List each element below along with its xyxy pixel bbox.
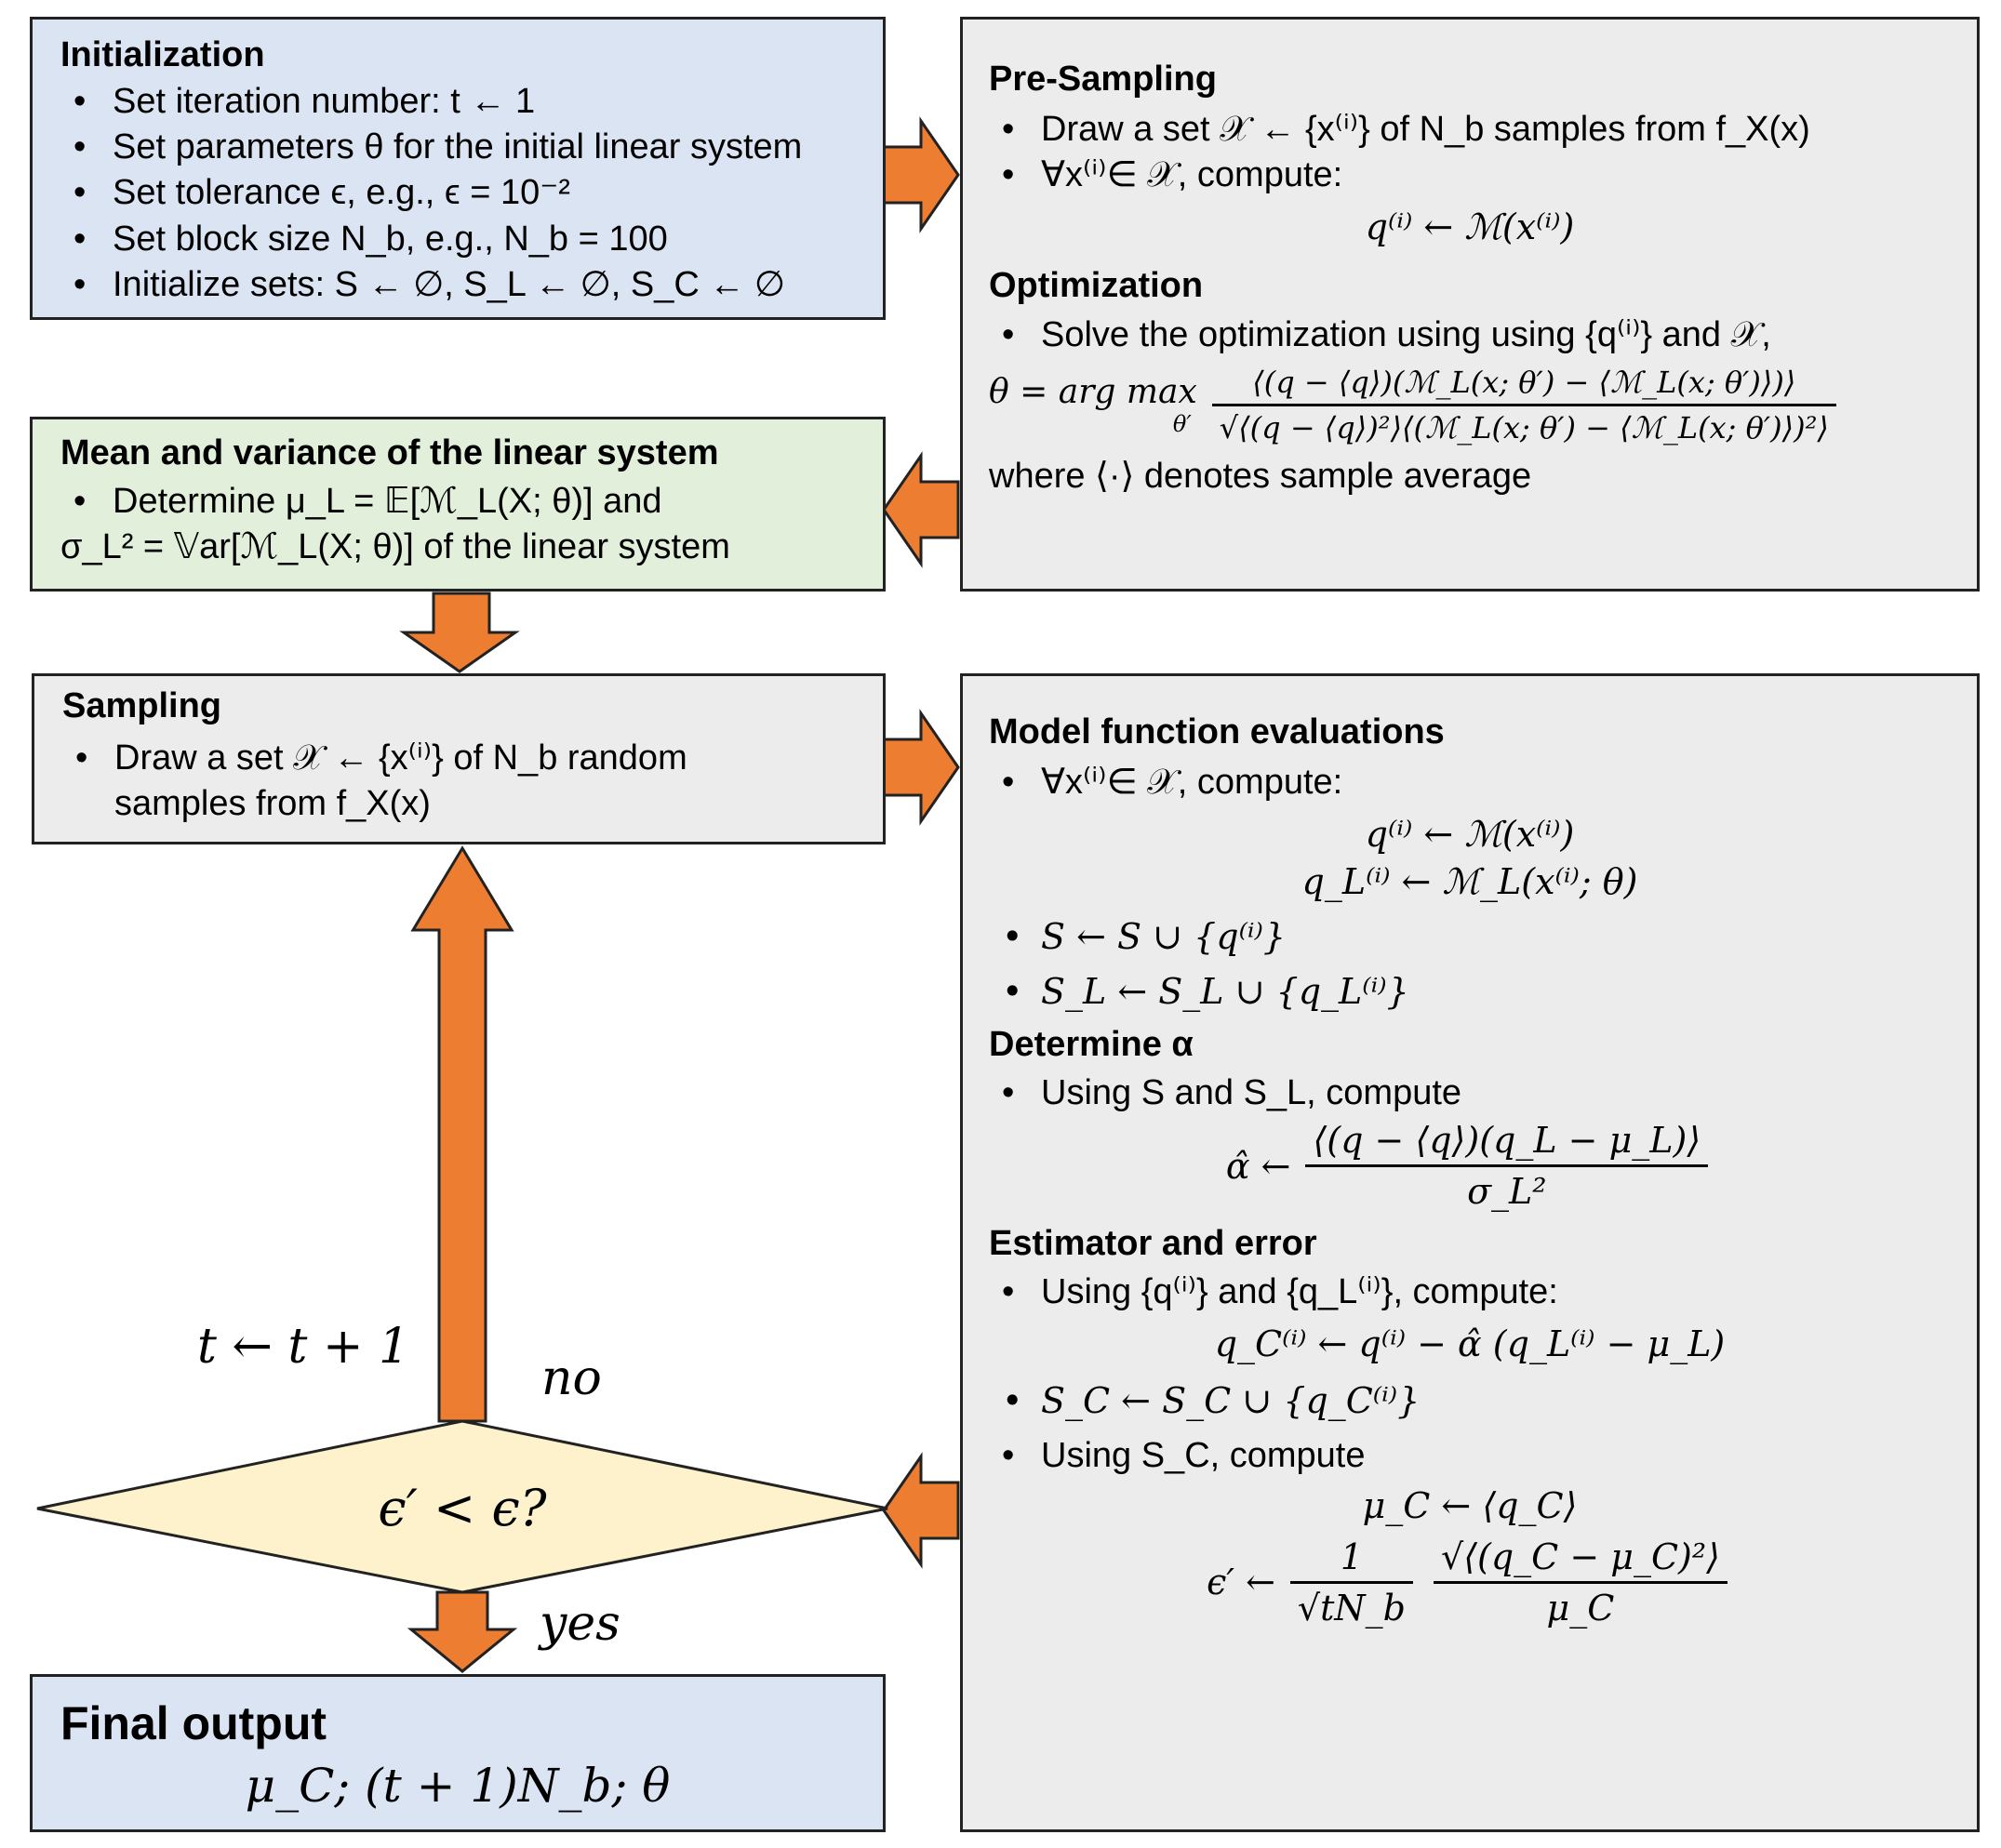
increment-label: t ← t + 1 [197,1319,410,1375]
alpha-lhs: α̂ ← [1225,1145,1291,1187]
model-eval-sets-list: S ← S ∪ {q⁽ⁱ⁾} S_L ← S_L ∪ {q_L⁽ⁱ⁾} [989,914,1951,1016]
list-item: S ← S ∪ {q⁽ⁱ⁾} [989,914,1951,961]
list-item: Using {q⁽ⁱ⁾} and {q_L⁽ⁱ⁾}, compute: [989,1270,1951,1316]
optimization-lhs: θ = arg max θ′ [989,373,1197,437]
optimization-title: Optimization [989,265,1204,305]
final-output-title: Final output [60,1697,327,1749]
model-eval-equation-2: q_L⁽ⁱ⁾ ← ℳ_L(x⁽ⁱ⁾; θ) [1301,861,1638,903]
list-item: Draw a set 𝒳 ← {x⁽ⁱ⁾} of N_b samples fro… [989,107,1951,153]
variance-line: σ_L² = 𝕍ar[ℳ_L(X; θ)] of the linear syst… [60,526,730,566]
list-item: Set parameters θ for the initial linear … [60,125,855,171]
alpha-denominator: σ_L² [1467,1171,1547,1213]
error-denominator-2: μ_C [1546,1587,1615,1629]
arrow-decision-to-output [407,1590,518,1673]
sampling-box: Sampling Draw a set 𝒳 ← {x⁽ⁱ⁾} of N_b ra… [32,673,886,844]
presampling-title: Pre-Sampling [989,60,1217,99]
list-item: Initialize sets: S ← ∅, S_L ← ∅, S_C ← ∅ [60,262,855,309]
error-numerator-1: 1 [1289,1536,1413,1584]
model-evaluation-box: Model function evaluations ∀x⁽ⁱ⁾∈ 𝒳, com… [960,673,1980,1832]
argmax-label: θ = arg max [989,372,1197,411]
sampling-line1: Draw a set 𝒳 ← {x⁽ⁱ⁾} of N_b random [114,738,687,778]
estimator-sets-list: S_C ← S_C ∪ {q_C⁽ⁱ⁾} Using S_C, compute [989,1378,1951,1480]
mean-line: Determine μ_L = 𝔼[ℳ_L(X; θ)] and [113,481,662,521]
arrow-presampling-to-meanvar [882,451,960,568]
determine-alpha-title: Determine α [989,1025,1194,1065]
estimator-equation-1: q_C⁽ⁱ⁾ ← q⁽ⁱ⁾ − α̂ (q_L⁽ⁱ⁾ − μ_L) [1214,1323,1726,1365]
optimization-note: where ⟨·⟩ denotes sample average [989,456,1532,496]
initialization-box: Initialization Set iteration number: t ←… [30,17,886,320]
model-eval-title: Model function evaluations [989,712,1445,751]
list-item: Solve the optimization using using {q⁽ⁱ⁾… [989,312,1951,359]
list-item: Using S_C, compute [989,1433,1951,1480]
no-label: no [541,1350,602,1406]
arrow-meanvar-to-sampling [399,592,520,673]
sampling-title: Sampling [62,686,222,725]
error-denominator-1: √tN_b [1297,1587,1406,1629]
optimization-equation: θ = arg max θ′ ⟨(q − ⟨q⟩)(ℳ_L(x; θ′) − ⟨… [989,365,1951,445]
list-item: ∀x⁽ⁱ⁾∈ 𝒳, compute: [989,153,1951,199]
optimization-list: Solve the optimization using using {q⁽ⁱ⁾… [989,312,1951,359]
sampling-line2: samples from f_X(x) [114,783,431,823]
list-item: Set tolerance ϵ, e.g., ϵ = 10⁻² [60,170,855,217]
mean-variance-list: Determine μ_L = 𝔼[ℳ_L(X; θ)] and σ_L² = … [60,479,855,571]
final-output-value: μ_C; (t + 1)N_b; θ [245,1759,671,1813]
determine-alpha-list: Using S and S_L, compute [989,1070,1951,1117]
decision-diamond [36,1419,888,1594]
presampling-list: Draw a set 𝒳 ← {x⁽ⁱ⁾} of N_b samples fro… [989,107,1951,199]
alpha-equation: α̂ ← ⟨(q − ⟨q⟩)(q_L − μ_L)⟩ σ_L² [989,1120,1951,1212]
sampling-list: Draw a set 𝒳 ← {x⁽ⁱ⁾} of N_b random samp… [62,736,855,828]
final-output-box: Final output μ_C; (t + 1)N_b; θ [30,1674,886,1832]
initialization-list: Set iteration number: t ← 1 Set paramete… [60,79,855,309]
error-fraction-2: √⟨(q_C − μ_C)²⟩ μ_C [1433,1536,1728,1629]
argmax-subscript: θ′ [1172,410,1192,437]
error-lhs: ϵ′ ← [1207,1562,1275,1603]
initialization-title: Initialization [60,35,265,74]
error-numerator-2: √⟨(q_C − μ_C)²⟩ [1433,1536,1728,1584]
list-item: Set iteration number: t ← 1 [60,79,855,126]
presampling-equation: q⁽ⁱ⁾ ← ℳ(x⁽ⁱ⁾) [1365,206,1575,248]
list-item: S_L ← S_L ∪ {q_L⁽ⁱ⁾} [989,969,1951,1016]
arrow-modeleval-to-decision [882,1452,960,1569]
list-item: ∀x⁽ⁱ⁾∈ 𝒳, compute: [989,760,1951,806]
mean-variance-box: Mean and variance of the linear system D… [30,417,886,592]
list-item: Set block size N_b, e.g., N_b = 100 [60,217,855,263]
model-eval-list: ∀x⁽ⁱ⁾∈ 𝒳, compute: [989,760,1951,806]
optimization-numerator: ⟨(q − ⟨q⟩)(ℳ_L(x; θ′) − ⟨ℳ_L(x; θ′)⟩)⟩ [1211,365,1836,406]
arrow-decision-to-sampling [410,845,514,1423]
list-item: Using S and S_L, compute [989,1070,1951,1117]
yes-label: yes [540,1596,620,1652]
alpha-fraction: ⟨(q − ⟨q⟩)(q_L − μ_L)⟩ σ_L² [1305,1120,1709,1213]
error-fraction-1: 1 √tN_b [1289,1536,1413,1629]
presampling-box: Pre-Sampling Draw a set 𝒳 ← {x⁽ⁱ⁾} of N_… [960,17,1980,592]
list-item: Draw a set 𝒳 ← {x⁽ⁱ⁾} of N_b random samp… [62,736,855,828]
estimator-list: Using {q⁽ⁱ⁾} and {q_L⁽ⁱ⁾}, compute: [989,1270,1951,1316]
error-equation: ϵ′ ← 1 √tN_b √⟨(q_C − μ_C)²⟩ μ_C [989,1536,1951,1629]
optimization-denominator: √⟨(q − ⟨q⟩)²⟩⟨(ℳ_L(x; θ′) − ⟨ℳ_L(x; θ′)⟩… [1219,409,1829,445]
decision-text: ϵ′ < ϵ? [378,1479,547,1537]
estimator-title: Estimator and error [989,1224,1317,1264]
arrow-sampling-to-modeleval [882,709,960,826]
list-item: S_C ← S_C ∪ {q_C⁽ⁱ⁾} [989,1378,1951,1425]
list-item: Determine μ_L = 𝔼[ℳ_L(X; θ)] and σ_L² = … [60,479,855,571]
estimator-equation-2: μ_C ← ⟨q_C⟩ [1362,1485,1578,1527]
model-eval-equation-1: q⁽ⁱ⁾ ← ℳ(x⁽ⁱ⁾) [1365,813,1575,855]
optimization-fraction: ⟨(q − ⟨q⟩)(ℳ_L(x; θ′) − ⟨ℳ_L(x; θ′)⟩)⟩ √… [1211,365,1836,445]
alpha-numerator: ⟨(q − ⟨q⟩)(q_L − μ_L)⟩ [1305,1120,1709,1168]
arrow-init-to-presampling [882,116,960,233]
mean-variance-title: Mean and variance of the linear system [60,433,719,472]
